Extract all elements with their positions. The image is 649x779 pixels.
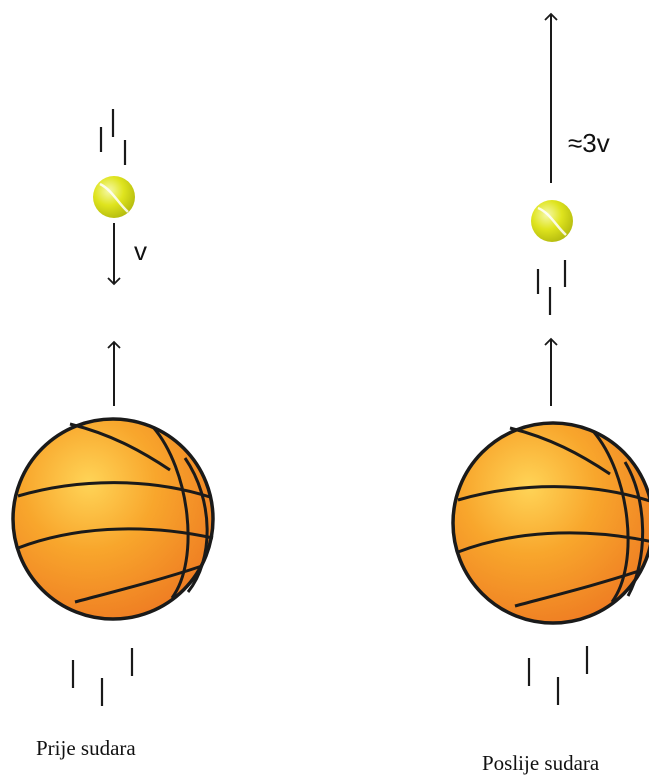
caption-before: Prije sudara: [36, 736, 136, 760]
panel-before: v Prije sudara: [11, 109, 215, 760]
caption-after: Poslije sudara: [482, 751, 600, 775]
tennis-motion-lines-after: [536, 260, 567, 315]
basketball-motion-lines-after: [527, 646, 589, 705]
panel-after: ≈3v: [451, 12, 649, 775]
basketball: [11, 417, 215, 621]
tennis-ball-after: [531, 200, 573, 242]
tennis-ball: [93, 176, 135, 218]
tennis-motion-lines: [99, 109, 127, 165]
basketball-after: [451, 421, 649, 625]
basketball-motion-lines: [71, 648, 134, 706]
tennis-velocity-label: v: [134, 236, 147, 266]
tennis-velocity-label-after: ≈3v: [568, 128, 610, 158]
